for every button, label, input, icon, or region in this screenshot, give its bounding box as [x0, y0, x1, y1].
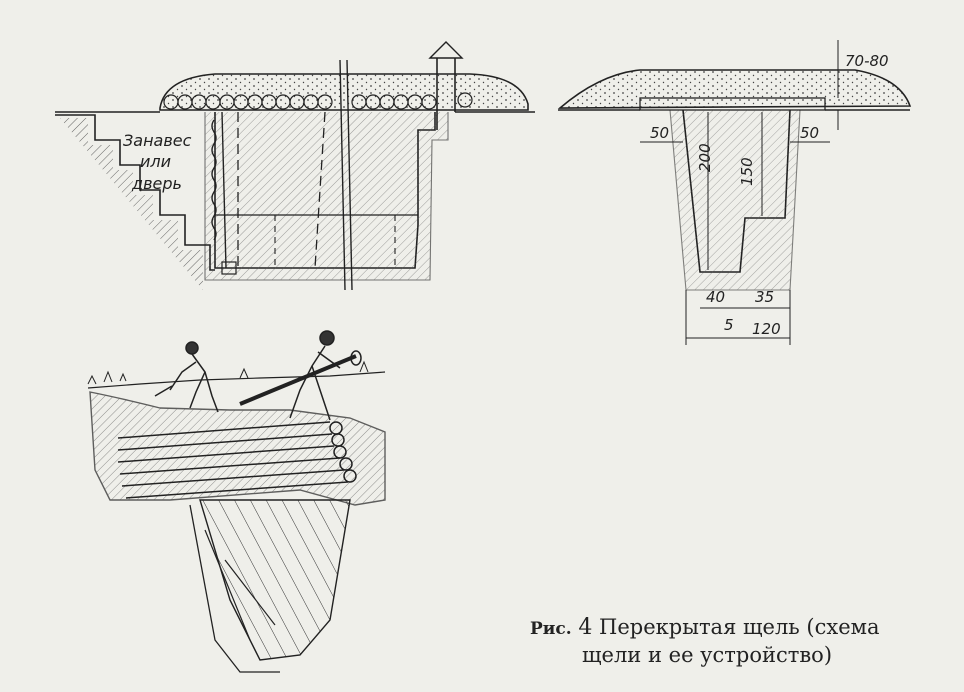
log-roof [117, 421, 357, 499]
curtain-label-line3: дверь [131, 174, 182, 193]
caption-line1-text: Перекрытая щель (схема [599, 615, 880, 639]
dim-floor-left: 40 [706, 288, 725, 306]
dim-left-margin: 50 [650, 124, 669, 142]
caption-line1: Рис. 4 Перекрытая щель (схема [520, 614, 940, 642]
dim-ditch: 5 [724, 316, 734, 334]
earth-terrain [89, 391, 386, 506]
plank-trench [199, 499, 351, 661]
dim-top: 70-80 [845, 52, 889, 70]
worker-right [239, 330, 362, 421]
cross-mound [557, 69, 912, 109]
caption-fig-label: Рис. [530, 619, 572, 639]
figure-caption: Рис. 4 Перекрытая щель (схема щели и ее … [520, 614, 940, 668]
earth-mound [159, 73, 529, 111]
construction-illustration [87, 330, 386, 673]
cross-section [557, 40, 912, 345]
roof-logs [163, 92, 473, 110]
curtain-label-line2: или [140, 152, 171, 171]
curtain-label-line1: Занавес [123, 131, 192, 150]
dim-right-margin: 50 [800, 124, 819, 142]
dim-depth-inner: 150 [738, 157, 756, 186]
caption-fig-number: 4 [578, 615, 593, 640]
curtain-line [211, 119, 217, 241]
dim-total-width: 120 [752, 320, 781, 338]
caption-line2: щели и ее устройство) [582, 643, 833, 667]
longitudinal-section [55, 41, 535, 291]
cross-section-dimensions: 70-80 50 50 200 150 40 35 5 120 [650, 52, 889, 338]
worker-left [154, 341, 219, 413]
dim-floor-right: 35 [755, 288, 774, 306]
dim-depth-outer: 200 [696, 143, 714, 172]
curtain-label: Занавес или дверь [123, 131, 192, 193]
vent-arrow-icon [428, 41, 464, 59]
